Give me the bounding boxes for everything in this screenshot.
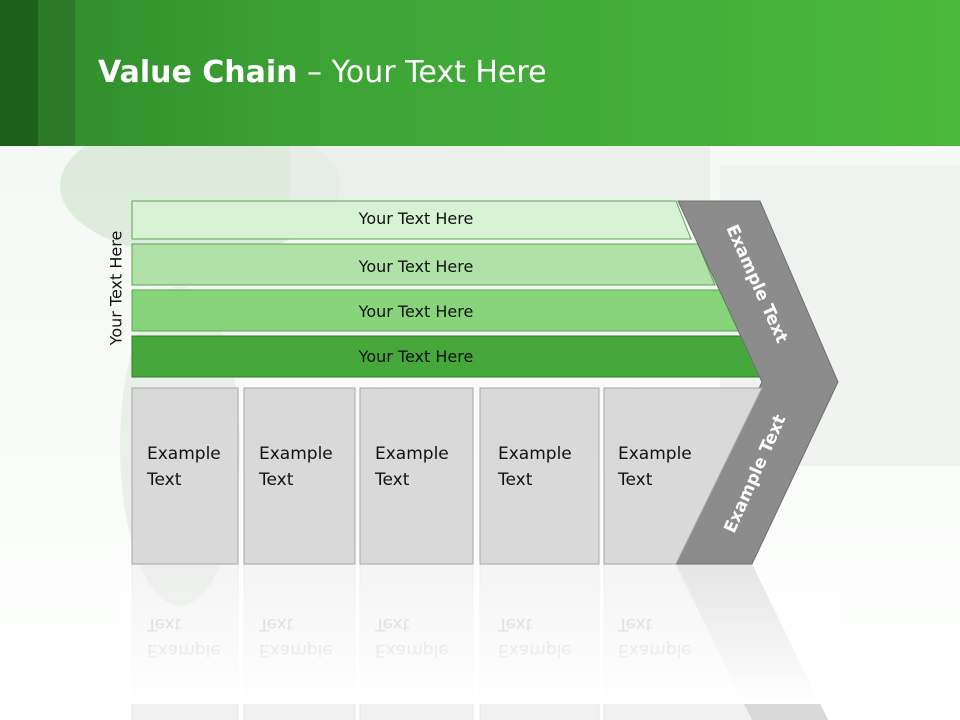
support-bar-2 — [131, 243, 716, 286]
support-bar-1 — [131, 200, 692, 240]
slide-title: Value Chain – Your Text Here — [98, 55, 547, 90]
support-bar-2-label: Your Text Here — [358, 257, 474, 276]
primary-box-1 — [131, 387, 239, 565]
support-bar-3-label: Your Text Here — [358, 302, 474, 321]
primary-box-5 — [603, 387, 763, 565]
primary-box-1-line2: Text — [146, 470, 182, 490]
primary-box-3 — [359, 387, 474, 565]
primary-box-2-line2: Text — [258, 470, 294, 490]
reflection: Example Text Example Text Example Text E… — [120, 563, 840, 720]
support-bar-4-label: Your Text Here — [358, 347, 474, 366]
margin-chevron — [675, 200, 839, 565]
primary-box-5-line1: Example — [618, 444, 692, 464]
primary-box-3-line2: Text — [374, 470, 410, 490]
slide-title-bold: Value Chain — [98, 55, 298, 90]
primary-box-4 — [479, 387, 600, 565]
header-dark-stripe — [0, 0, 38, 146]
primary-box-2-line1: Example — [259, 444, 333, 464]
primary-box-5-line2: Text — [617, 470, 653, 490]
primary-box-1-line1: Example — [147, 444, 221, 464]
header-mid-stripe — [38, 0, 75, 146]
slide-title-rest: – Your Text Here — [297, 55, 547, 90]
primary-box-3-line1: Example — [375, 444, 449, 464]
primary-box-2 — [243, 387, 356, 565]
primary-box-4-line2: Text — [497, 470, 533, 490]
support-bar-1-label: Your Text Here — [358, 209, 474, 228]
primary-box-4-line1: Example — [498, 444, 572, 464]
header-bar: Value Chain – Your Text Here — [0, 0, 960, 146]
